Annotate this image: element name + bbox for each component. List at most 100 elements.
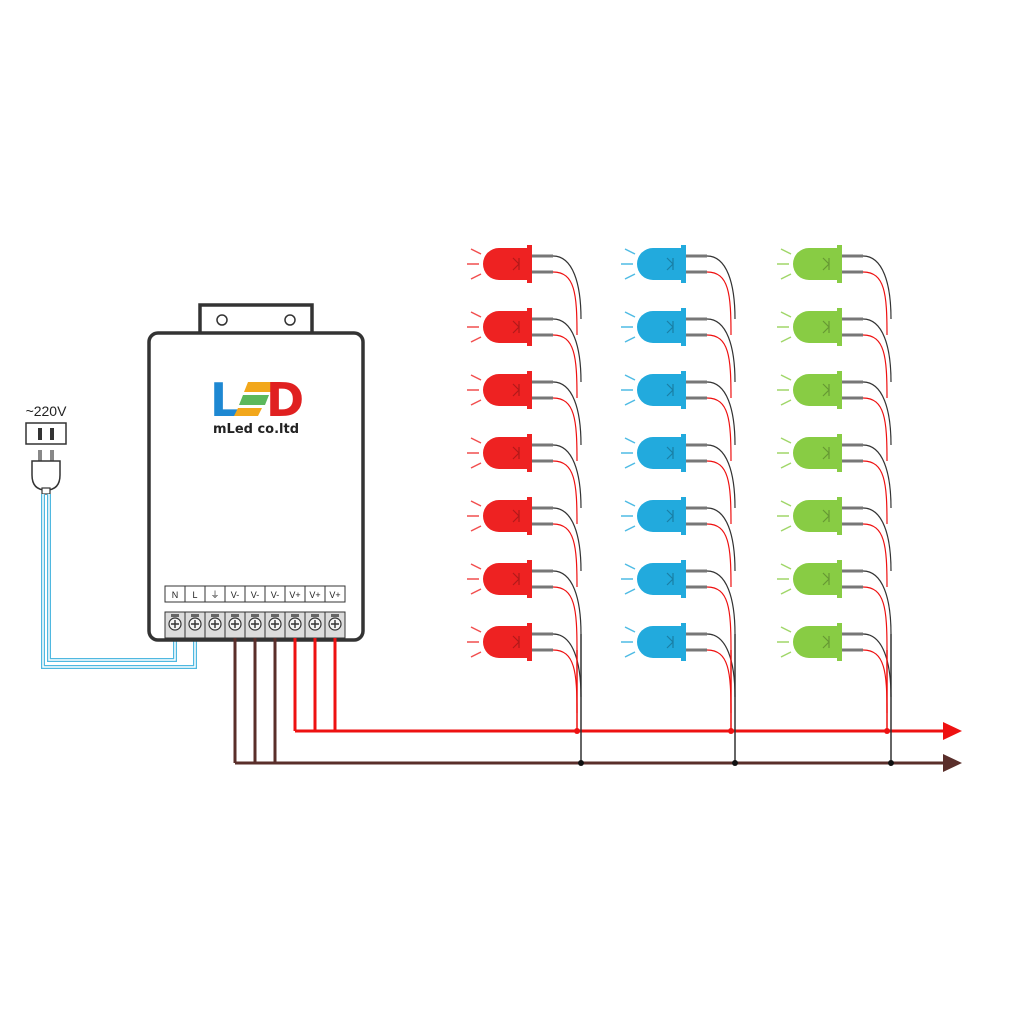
led-leads — [842, 506, 863, 526]
terminal-label: V- — [251, 590, 260, 600]
led-die-icon — [822, 383, 830, 397]
led-die-icon — [822, 635, 830, 649]
terminal-5: V- — [264, 585, 286, 639]
light-rays-icon — [777, 500, 792, 532]
led — [777, 497, 892, 588]
led-anode-wire — [552, 649, 578, 714]
logo-letter-d: D — [266, 373, 304, 427]
led-die-icon — [512, 446, 520, 460]
led-rim — [837, 371, 842, 409]
led-body — [637, 437, 681, 469]
terminal-label: ⏚ — [210, 590, 219, 600]
negative-junction-dot — [578, 760, 584, 766]
led-body — [483, 374, 527, 406]
led-body — [637, 248, 681, 280]
led-cathode-wire — [862, 381, 892, 446]
led-body — [637, 311, 681, 343]
led-die-icon — [512, 383, 520, 397]
led-rim — [681, 371, 686, 409]
mains-wires — [41, 494, 197, 669]
led-die-icon — [822, 572, 830, 586]
led-anode-wire — [706, 334, 732, 399]
mounting-hole-left — [216, 314, 228, 326]
led-body — [637, 626, 681, 658]
terminal-clamp — [191, 614, 199, 617]
led-leads — [532, 506, 553, 526]
led-leads — [686, 569, 707, 589]
led-body — [483, 311, 527, 343]
led-anode-wire — [862, 586, 888, 651]
led-rim — [837, 623, 842, 661]
led-leads — [686, 380, 707, 400]
led-leads — [842, 380, 863, 400]
led-body — [793, 437, 837, 469]
light-rays-icon — [777, 248, 792, 280]
led-anode-wire — [706, 586, 732, 651]
terminal-label: V- — [271, 590, 280, 600]
terminal-0: N — [164, 585, 186, 639]
led-leads — [842, 443, 863, 463]
led-body — [483, 500, 527, 532]
led-rim — [681, 623, 686, 661]
light-rays-icon — [467, 374, 482, 406]
light-rays-icon — [467, 563, 482, 595]
terminal-clamp — [211, 614, 219, 617]
led-rim — [837, 497, 842, 535]
led-body — [483, 626, 527, 658]
led-anode-wire — [706, 460, 732, 525]
led-leads — [686, 443, 707, 463]
terminal-label: N — [172, 590, 179, 600]
plug-prong-right — [50, 450, 54, 462]
led-anode-wire — [862, 649, 888, 714]
light-rays-icon — [777, 626, 792, 658]
light-rays-icon — [621, 500, 636, 532]
led-leads — [532, 380, 553, 400]
led-body — [483, 248, 527, 280]
led-cathode-wire — [862, 255, 892, 320]
led-cathode-wire — [706, 318, 736, 383]
led-anode-wire — [862, 271, 888, 336]
led-body — [637, 563, 681, 595]
led — [621, 245, 736, 336]
led — [777, 560, 892, 651]
socket-slot-left — [38, 428, 42, 440]
light-rays-icon — [621, 374, 636, 406]
light-rays-icon — [467, 437, 482, 469]
led-cathode-wire — [552, 318, 582, 383]
led — [467, 308, 582, 399]
led — [777, 245, 892, 336]
led — [467, 434, 582, 525]
light-rays-icon — [467, 626, 482, 658]
led — [467, 623, 582, 714]
led-die-icon — [512, 320, 520, 334]
led-die-icon — [822, 446, 830, 460]
led-body — [793, 248, 837, 280]
plug-prong-left — [38, 450, 42, 462]
led-array — [467, 245, 894, 766]
light-rays-icon — [777, 563, 792, 595]
led — [467, 497, 582, 588]
led — [621, 371, 736, 462]
led-cathode-wire — [552, 381, 582, 446]
led-rim — [837, 560, 842, 598]
led-cathode-wire — [862, 444, 892, 509]
logo-e-bar-top — [244, 382, 276, 392]
light-rays-icon — [467, 311, 482, 343]
led-body — [793, 311, 837, 343]
terminal-clamp — [171, 614, 179, 617]
led-column-red — [467, 245, 584, 766]
positive-arrow-icon — [943, 722, 962, 740]
led-cathode-wire — [862, 570, 892, 635]
led-die-icon — [666, 446, 674, 460]
power-supply: L E D mLed co.ltd NL⏚V-V-V-V+V+V+ — [147, 303, 365, 642]
led-body — [793, 563, 837, 595]
light-rays-icon — [621, 311, 636, 343]
led-leads — [532, 317, 553, 337]
led-body — [793, 500, 837, 532]
voltage-label: ~220V — [26, 403, 68, 419]
led-leads — [686, 317, 707, 337]
mains-plug: ~220V — [25, 403, 68, 495]
negative-junction-dot — [732, 760, 738, 766]
led — [777, 623, 892, 714]
